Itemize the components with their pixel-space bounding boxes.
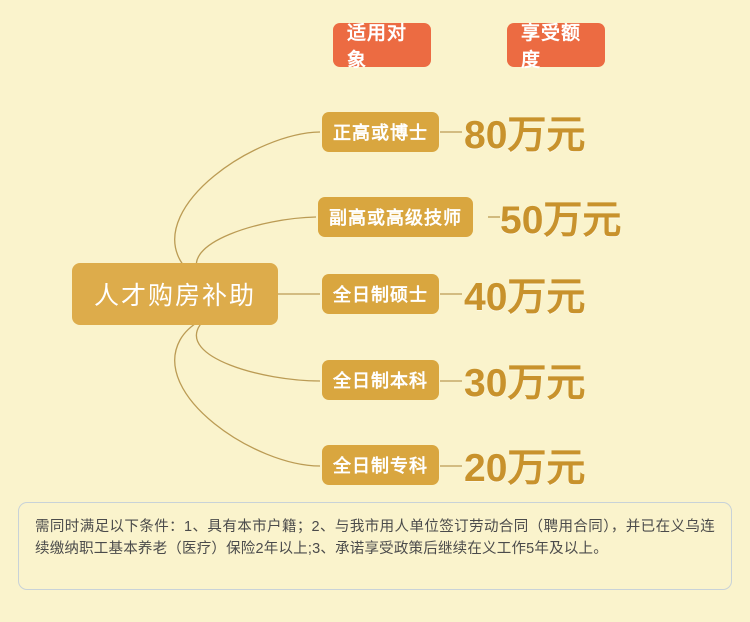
tier-label-1: 正高或博士 <box>322 112 439 152</box>
tier-amount-1: 80万元 <box>464 114 586 157</box>
root-node-housing-subsidy: 人才购房补助 <box>72 263 278 325</box>
tier-label-5: 全日制专科 <box>322 445 439 485</box>
tier-amount-4: 30万元 <box>464 362 586 405</box>
tier-label-2: 副高或高级技师 <box>318 197 473 237</box>
tier-label-3: 全日制硕士 <box>322 274 439 314</box>
tier-label-4: 全日制本科 <box>322 360 439 400</box>
column-header-amount: 享受额度 <box>507 23 605 71</box>
tier-amount-3: 40万元 <box>464 276 586 319</box>
footnote-box: 需同时满足以下条件：1、具有本市户籍；2、与我市用人单位签订劳动合同（聘用合同）… <box>18 502 732 590</box>
tier-amount-5: 20万元 <box>464 447 586 490</box>
tier-amount-2: 50万元 <box>500 199 622 242</box>
footnote-text: 需同时满足以下条件：1、具有本市户籍；2、与我市用人单位签订劳动合同（聘用合同）… <box>35 519 715 557</box>
column-header-applicable: 适用对象 <box>333 23 431 71</box>
